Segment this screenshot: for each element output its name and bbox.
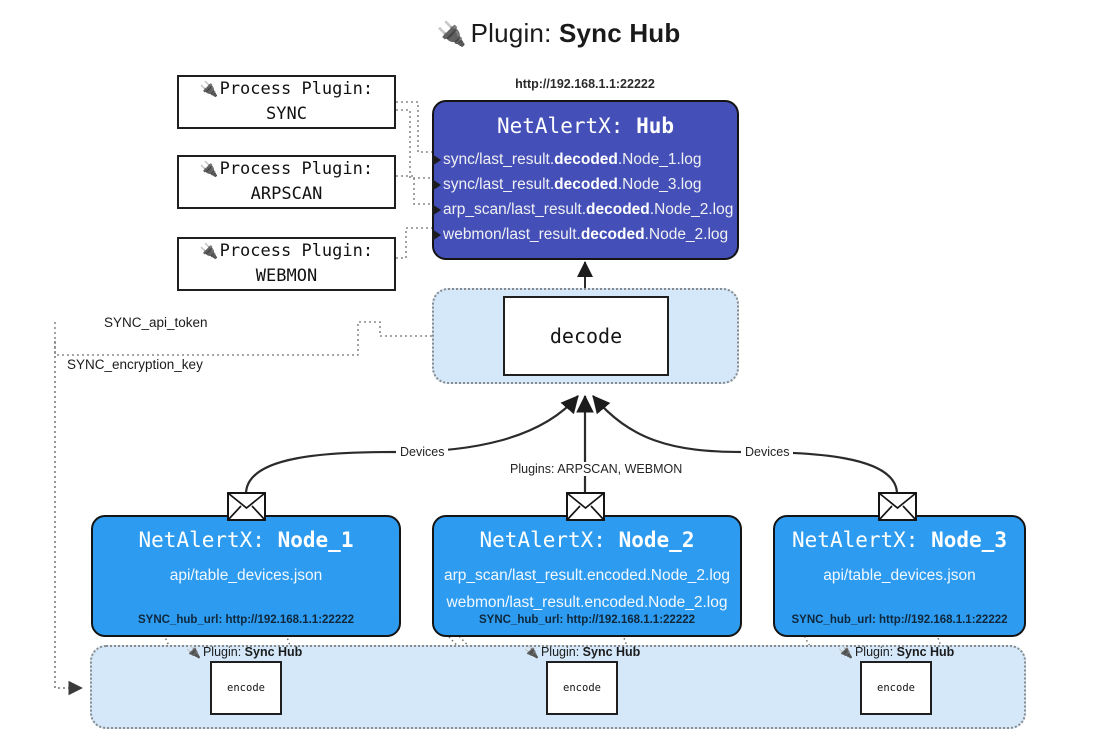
process-plugin-value: ARPSCAN <box>250 184 323 204</box>
node-source-list: api/table_devices.json <box>93 562 399 589</box>
process-plugin-label: Process Plugin: <box>219 159 374 180</box>
process-plugin-box-arpscan[interactable]: 🔌Process Plugin: ARPSCAN <box>177 155 396 209</box>
hub-log-line: arp_scan/last_result.decoded.Node_2.log <box>432 197 737 222</box>
hub-box[interactable]: NetAlertX: Hub sync/last_result.decoded.… <box>432 100 739 260</box>
plugin-caption-value: Sync Hub <box>244 645 303 659</box>
hub-log-pre: webmon/last_result. <box>443 225 581 243</box>
envelope-icon[interactable] <box>878 492 917 526</box>
arrow-right-icon <box>432 178 441 191</box>
node-box-node-1[interactable]: NetAlertX: Node_1 api/table_devices.json… <box>91 515 401 637</box>
hub-log-line: sync/last_result.decoded.Node_1.log <box>432 147 737 172</box>
node-source-line: arp_scan/last_result.encoded.Node_2.log <box>443 567 731 584</box>
node-title: NetAlertX: Node_1 <box>93 528 399 552</box>
encode-box-node-1[interactable]: encode <box>210 661 282 715</box>
process-plugin-label: Process Plugin: <box>219 79 374 100</box>
hub-log-post: .Node_3.log <box>617 175 702 193</box>
envelope-icon[interactable] <box>566 492 605 526</box>
edge-webmon-to-log4 <box>396 227 432 259</box>
encode-box-node-2[interactable]: encode <box>546 661 618 715</box>
page-title-value: Sync Hub <box>558 18 681 48</box>
node-hub-url: SYNC_hub_url: http://192.168.1.1:22222 <box>137 614 355 626</box>
node-hub-url: SYNC_hub_url: http://192.168.1.1:22222 <box>478 614 696 626</box>
node-source-line: api/table_devices.json <box>169 567 323 584</box>
plug-icon: 🔌 <box>199 79 219 98</box>
node-box-node-2[interactable]: NetAlertX: Node_2 arp_scan/last_result.e… <box>432 515 742 637</box>
node-title-name: Node_2 <box>618 528 695 552</box>
arrow-right-icon <box>432 153 441 166</box>
hub-log-mid: decoded <box>580 225 645 243</box>
hub-log-line: webmon/last_result.decoded.Node_2.log <box>432 222 737 247</box>
node-title-name: Node_1 <box>277 528 354 552</box>
plug-icon: 🔌 <box>436 21 467 48</box>
edge-sync-to-log1 <box>396 101 432 153</box>
hub-log-pre: arp_scan/last_result. <box>443 200 587 218</box>
plugin-caption-label: Plugin: <box>540 645 580 659</box>
edge-arpscan-to-log3 <box>396 175 432 205</box>
process-plugin-value: SYNC <box>266 104 307 124</box>
hub-log-mid: decoded <box>554 150 618 168</box>
arrow-right-icon <box>432 228 441 241</box>
process-plugin-box-webmon[interactable]: 🔌Process Plugin: WEBMON <box>177 237 396 291</box>
plug-icon: 🔌 <box>186 645 201 659</box>
page-title-label: Plugin: <box>470 18 552 48</box>
node-title-name: Node_3 <box>931 528 1007 552</box>
node-title-prefix: NetAlertX: <box>792 528 919 552</box>
hub-title-name: Hub <box>636 114 675 138</box>
hub-log-pre: sync/last_result. <box>443 150 555 168</box>
edge-label-plugins-center: Plugins: ARPSCAN, WEBMON <box>506 462 687 476</box>
plugin-caption-node-2: 🔌Plugin: Sync Hub <box>524 645 640 659</box>
node-title: NetAlertX: Node_3 <box>775 528 1024 552</box>
hub-log-pre: sync/last_result. <box>443 175 555 193</box>
encode-label: encode <box>227 682 265 694</box>
node-source-list: arp_scan/last_result.encoded.Node_2.log … <box>434 562 740 616</box>
decode-box[interactable]: decode <box>503 296 669 376</box>
edge-api-token-to-decode <box>54 321 495 356</box>
process-plugin-box-sync[interactable]: 🔌Process Plugin: SYNC <box>177 75 396 129</box>
hub-log-post: .Node_2.log <box>644 225 729 243</box>
node-source-list: api/table_devices.json <box>775 562 1024 589</box>
hub-log-line: sync/last_result.decoded.Node_3.log <box>432 172 737 197</box>
plugin-caption-value: Sync Hub <box>896 645 955 659</box>
plugin-caption-node-1: 🔌Plugin: Sync Hub <box>186 645 302 659</box>
hub-title-prefix: NetAlertX: <box>496 114 624 138</box>
node-title-prefix: NetAlertX: <box>479 528 606 552</box>
node-title: NetAlertX: Node_2 <box>434 528 740 552</box>
edge-label-devices-left: Devices <box>396 445 449 459</box>
encode-box-node-3[interactable]: encode <box>860 661 932 715</box>
hub-log-post: .Node_2.log <box>649 200 734 218</box>
node-title-prefix: NetAlertX: <box>138 528 265 552</box>
edge-encryption-key-to-plugins <box>54 341 83 696</box>
arrow-right-icon <box>432 203 441 216</box>
plug-icon: 🔌 <box>199 241 219 260</box>
plug-icon: 🔌 <box>838 645 853 659</box>
decode-label: decode <box>549 324 623 348</box>
plugin-caption-label: Plugin: <box>202 645 242 659</box>
plugin-caption-value: Sync Hub <box>582 645 641 659</box>
node-source-line: webmon/last_result.encoded.Node_2.log <box>446 594 728 611</box>
process-plugin-value: WEBMON <box>255 266 318 286</box>
hub-url-label: http://192.168.1.1:22222 <box>515 77 655 91</box>
plug-icon: 🔌 <box>199 159 219 178</box>
hub-log-post: .Node_1.log <box>617 150 702 168</box>
node-hub-url: SYNC_hub_url: http://192.168.1.1:22222 <box>791 614 1008 626</box>
edge-sync-to-log2 <box>396 109 432 179</box>
hub-log-mid: decoded <box>586 200 650 218</box>
node-source-line: api/table_devices.json <box>823 567 976 584</box>
edge-label-devices-right: Devices <box>741 445 794 459</box>
encode-label: encode <box>877 682 915 694</box>
hub-log-list: sync/last_result.decoded.Node_1.log sync… <box>432 147 737 247</box>
plug-icon: 🔌 <box>524 645 539 659</box>
hub-title: NetAlertX: Hub <box>434 114 737 138</box>
plugin-caption-node-3: 🔌Plugin: Sync Hub <box>838 645 954 659</box>
encode-label: encode <box>563 682 601 694</box>
envelope-icon[interactable] <box>227 492 266 526</box>
plugin-caption-label: Plugin: <box>854 645 894 659</box>
process-plugin-label: Process Plugin: <box>219 241 374 262</box>
node-box-node-3[interactable]: NetAlertX: Node_3 api/table_devices.json… <box>773 515 1026 637</box>
page-title: 🔌Plugin: Sync Hub <box>0 18 1117 49</box>
hub-log-mid: decoded <box>554 175 618 193</box>
sync-api-token-label: SYNC_api_token <box>101 315 211 330</box>
sync-encryption-key-label: SYNC_encryption_key <box>64 357 206 372</box>
